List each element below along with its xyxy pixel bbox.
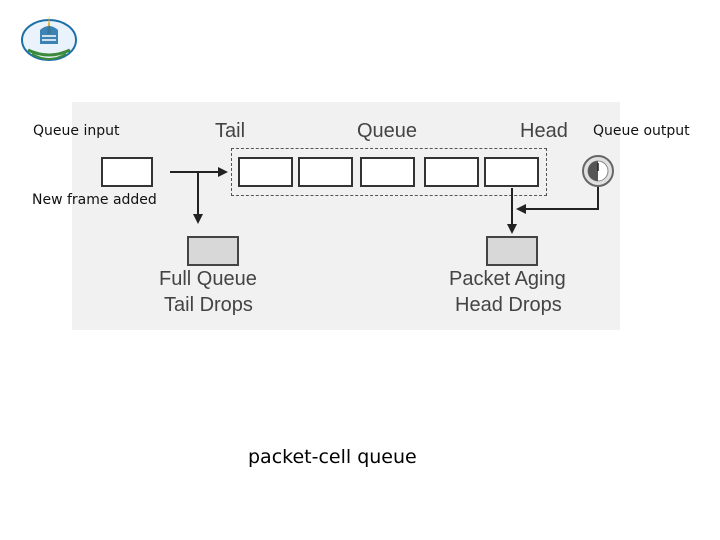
queue-cell — [238, 157, 293, 187]
university-logo — [18, 10, 80, 64]
aging-arrow — [516, 186, 599, 214]
queue-figure — [72, 102, 620, 330]
slide-caption: packet-cell queue — [248, 446, 417, 468]
queue-cell — [424, 157, 479, 187]
tail-label: Tail — [215, 120, 246, 142]
timer-icon — [582, 155, 614, 187]
tail-drop-label-line2: Tail Drops — [164, 294, 253, 316]
queue-cell — [484, 157, 539, 187]
queue-output-label: Queue output — [593, 123, 690, 139]
queue-cell — [298, 157, 353, 187]
head-label: Head — [520, 120, 568, 142]
queue-input-label: Queue input — [33, 123, 120, 139]
queue-container — [231, 148, 547, 196]
head-drop-label-line2: Head Drops — [455, 294, 562, 316]
queue-label: Queue — [357, 120, 418, 142]
tail-drop-label-line1: Full Queue — [159, 268, 257, 290]
incoming-frame — [101, 157, 153, 187]
head-drop-label-line1: Packet Aging — [449, 268, 566, 290]
head-drop-box — [486, 236, 538, 266]
tail-drop-box — [187, 236, 239, 266]
queue-cell — [360, 157, 415, 187]
new-frame-label: New frame added — [32, 192, 157, 208]
